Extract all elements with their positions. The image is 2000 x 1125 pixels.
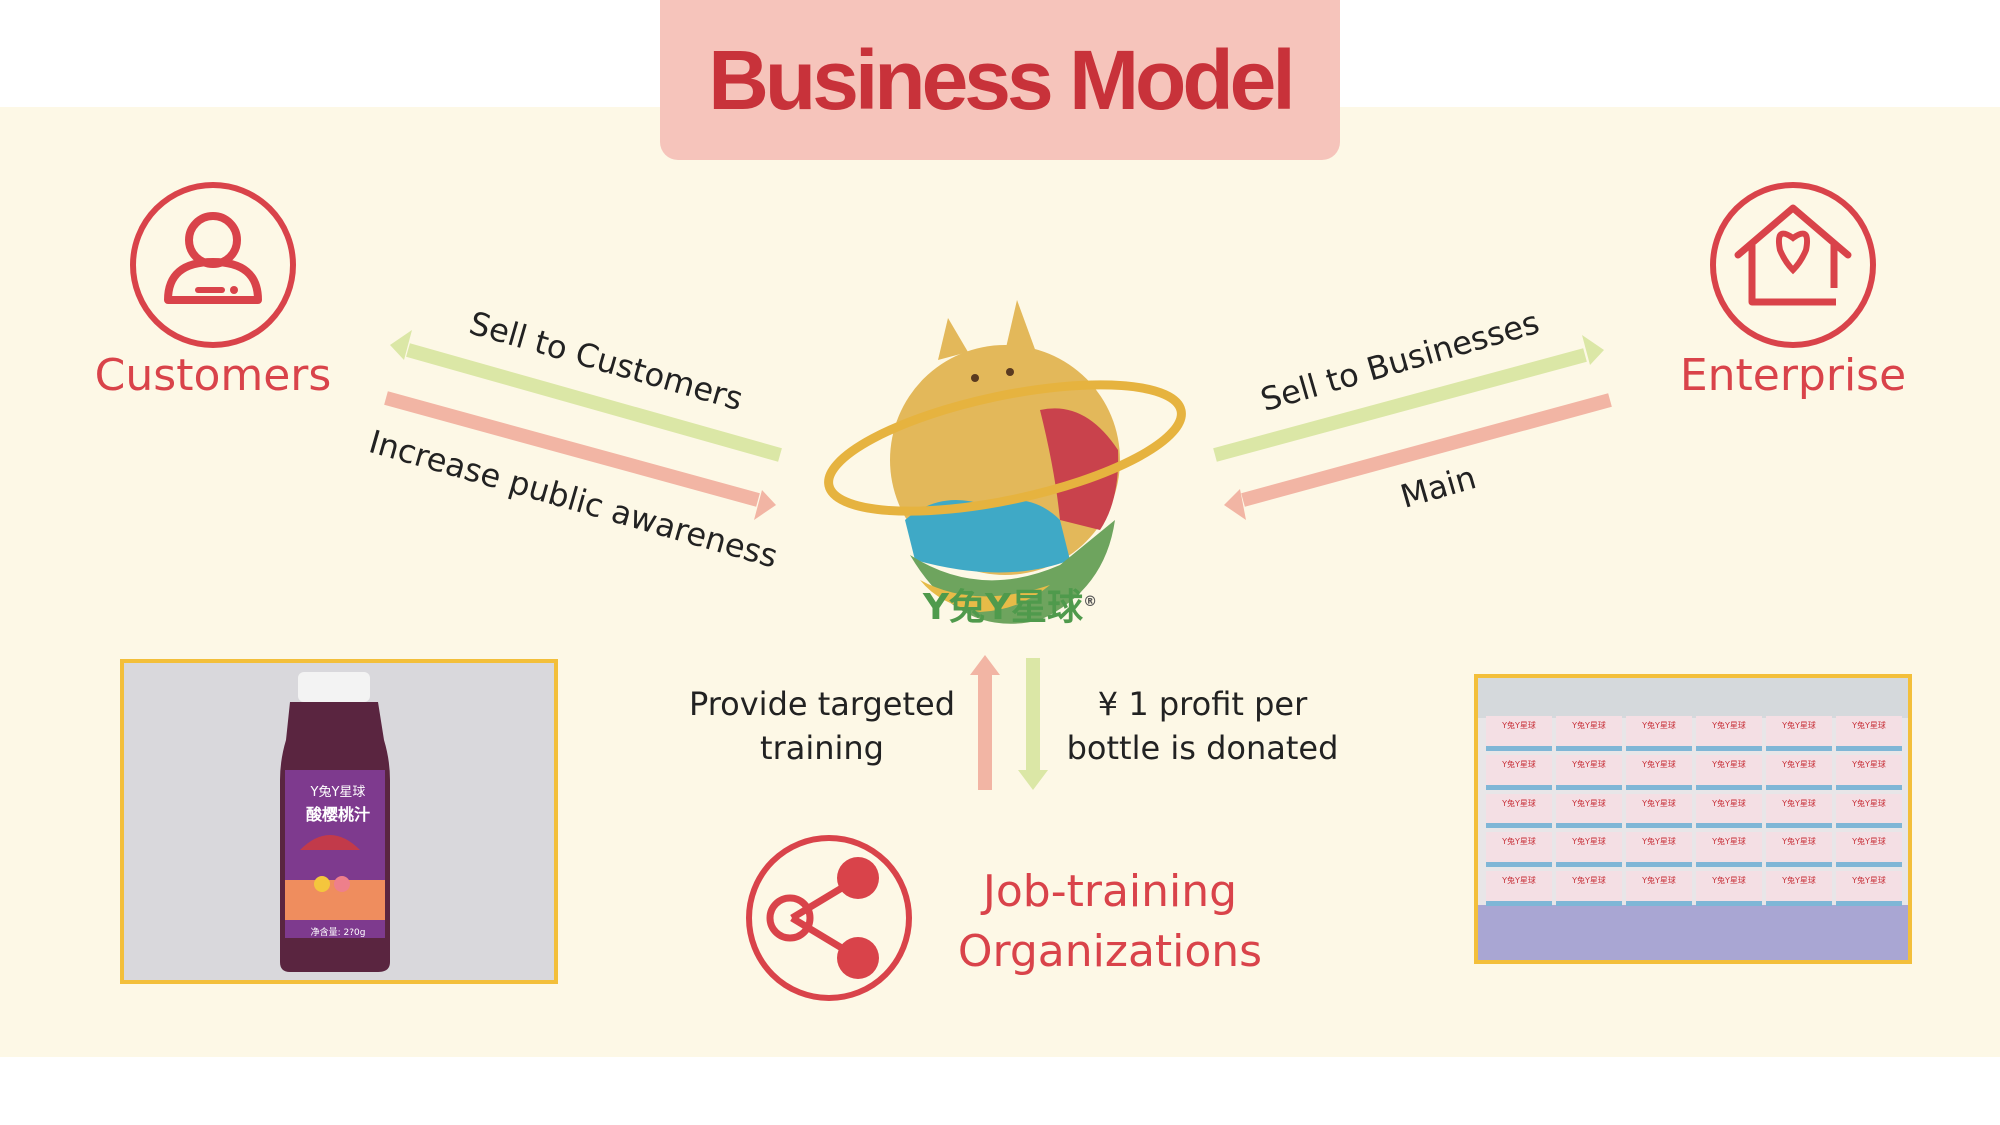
job-training-line-2: Organizations: [957, 926, 1263, 977]
juice-box: Y兔Y星球: [1486, 754, 1552, 790]
page-title: Business Model: [708, 32, 1295, 127]
juice-box: Y兔Y星球: [1556, 716, 1622, 751]
donation-line-2: bottle is donated: [1066, 729, 1339, 767]
juice-box: Y兔Y星球: [1556, 793, 1622, 829]
job-training-label: Job-training Organizations: [950, 862, 1270, 982]
bottle-footer: 净含量: 2?0g: [310, 928, 366, 938]
juice-box: Y兔Y星球: [1556, 832, 1622, 868]
job-training-line-1: Job-training: [982, 866, 1238, 917]
brand-name: Y兔Y星球: [922, 587, 1084, 628]
juice-box: Y兔Y星球: [1626, 793, 1692, 829]
juice-box: Y兔Y星球: [1486, 832, 1552, 868]
juice-box: Y兔Y星球: [1626, 832, 1692, 868]
juice-box: Y兔Y星球: [1486, 871, 1552, 906]
arrow-increase-awareness: [384, 391, 776, 520]
title-banner: Business Model: [660, 0, 1340, 160]
juice-box: Y兔Y星球: [1556, 754, 1622, 790]
juice-box: Y兔Y星球: [1836, 793, 1902, 829]
juice-box: Y兔Y星球: [1766, 716, 1832, 751]
juice-box: Y兔Y星球: [1766, 832, 1832, 868]
juice-box: Y兔Y星球: [1766, 793, 1832, 829]
brand-logo-text: Y兔Y星球®: [900, 578, 1120, 630]
share-icon: [746, 835, 912, 1001]
arrow-donation: [1018, 658, 1048, 790]
bottle-name: 酸樱桃汁: [305, 805, 370, 824]
donation-line-1: ¥ 1 profit per: [1097, 685, 1308, 723]
juice-box: Y兔Y星球: [1696, 832, 1762, 868]
juice-box: Y兔Y星球: [1836, 832, 1902, 868]
house-icon: [1710, 182, 1876, 348]
bottle-brand: Y兔Y星球: [310, 785, 366, 800]
juice-box: Y兔Y星球: [1696, 871, 1762, 906]
juice-box: Y兔Y星球: [1836, 754, 1902, 790]
juice-box: Y兔Y星球: [1486, 716, 1552, 751]
registered-mark: ®: [1083, 594, 1098, 610]
product-photo-art: [124, 663, 554, 980]
label-donation: ¥ 1 profit per bottle is donated: [1060, 682, 1345, 770]
juice-box: Y兔Y星球: [1836, 716, 1902, 751]
arrow-main: [1224, 393, 1612, 520]
juice-box: Y兔Y星球: [1766, 754, 1832, 790]
arrow-provide-training: [970, 655, 1000, 790]
arrow-sell-to-businesses: [1213, 335, 1604, 462]
user-icon: [130, 182, 296, 348]
juice-box: Y兔Y星球: [1696, 754, 1762, 790]
juice-box: Y兔Y星球: [1626, 716, 1692, 751]
enterprise-label: Enterprise: [1679, 350, 1907, 401]
juice-box: Y兔Y星球: [1696, 793, 1762, 829]
juice-box: Y兔Y星球: [1626, 871, 1692, 906]
juice-box: Y兔Y星球: [1836, 871, 1902, 906]
provide-training-line-1: Provide targeted: [688, 685, 956, 723]
customers-label: Customers: [94, 350, 332, 401]
product-photo: Y兔Y星球 酸樱桃汁 净含量: 2?0g: [120, 659, 558, 984]
provide-training-line-2: training: [760, 729, 884, 767]
brand-logo: [824, 300, 1186, 624]
juice-box: Y兔Y星球: [1486, 793, 1552, 829]
juice-box: Y兔Y星球: [1626, 754, 1692, 790]
label-provide-training: Provide targeted training: [682, 682, 962, 770]
juice-box: Y兔Y星球: [1556, 871, 1622, 906]
arrow-sell-to-customers: [390, 330, 782, 462]
juice-box: Y兔Y星球: [1696, 716, 1762, 751]
juice-box: Y兔Y星球: [1766, 871, 1832, 906]
